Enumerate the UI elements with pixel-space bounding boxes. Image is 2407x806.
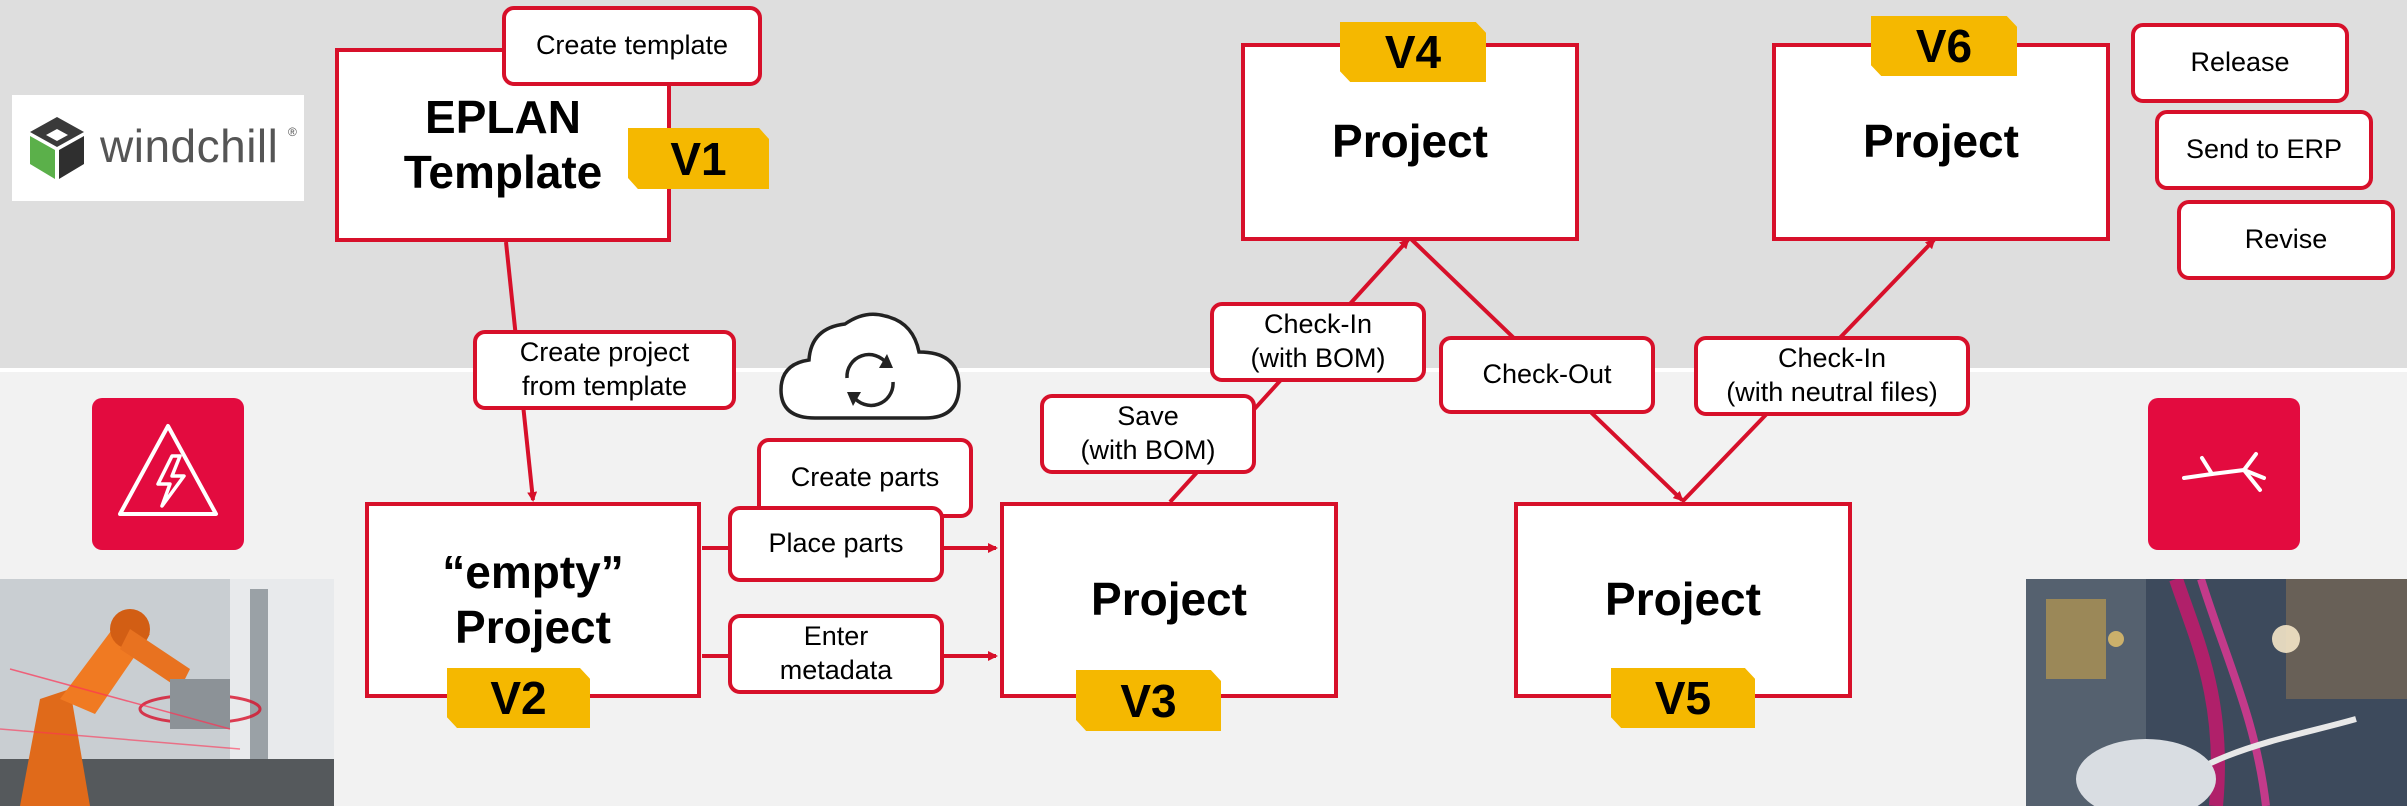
- project-v6-box: Project: [1772, 43, 2110, 241]
- windchill-logo-text: windchill: [100, 120, 279, 172]
- check-out-action[interactable]: Check-Out: [1439, 336, 1655, 414]
- electrical-app-tile: [92, 398, 244, 550]
- windchill-logo-icon: [30, 117, 84, 179]
- enter-metadata-action[interactable]: Enter metadata: [728, 614, 944, 694]
- wire-harness-icon: [2182, 452, 2266, 492]
- place-parts-action[interactable]: Place parts: [728, 506, 944, 582]
- save-with-bom-action[interactable]: Save (with BOM): [1040, 394, 1256, 474]
- industrial-robot-photo: [0, 579, 334, 806]
- harness-app-tile: [2148, 398, 2300, 550]
- project-v5-box: Project: [1514, 502, 1852, 698]
- harness-assembly-photo: [2026, 579, 2407, 806]
- create-template-action[interactable]: Create template: [502, 6, 762, 86]
- version-tag-v4: V4: [1340, 22, 1486, 82]
- windchill-logo: windchill ®: [12, 95, 304, 201]
- version-tag-v2: V2: [447, 668, 590, 728]
- empty-project-box: “empty” Project: [365, 502, 701, 698]
- check-in-with-neutral-files-action[interactable]: Check-In (with neutral files): [1694, 336, 1970, 416]
- version-tag-v1: V1: [628, 128, 769, 189]
- registered-mark: ®: [288, 125, 297, 139]
- cloud-sync-icon: [779, 312, 961, 420]
- check-in-with-bom-action[interactable]: Check-In (with BOM): [1210, 302, 1426, 382]
- send-to-erp-action[interactable]: Send to ERP: [2155, 110, 2373, 190]
- release-action[interactable]: Release: [2131, 23, 2349, 103]
- version-tag-v5: V5: [1611, 668, 1755, 728]
- band-divider: [0, 368, 2407, 372]
- revise-action[interactable]: Revise: [2177, 200, 2395, 280]
- create-project-from-template-action[interactable]: Create project from template: [473, 330, 736, 410]
- version-tag-v3: V3: [1076, 670, 1221, 731]
- version-tag-v6: V6: [1871, 16, 2017, 76]
- high-voltage-warning-icon: [118, 424, 218, 516]
- project-v3-box: Project: [1000, 502, 1338, 698]
